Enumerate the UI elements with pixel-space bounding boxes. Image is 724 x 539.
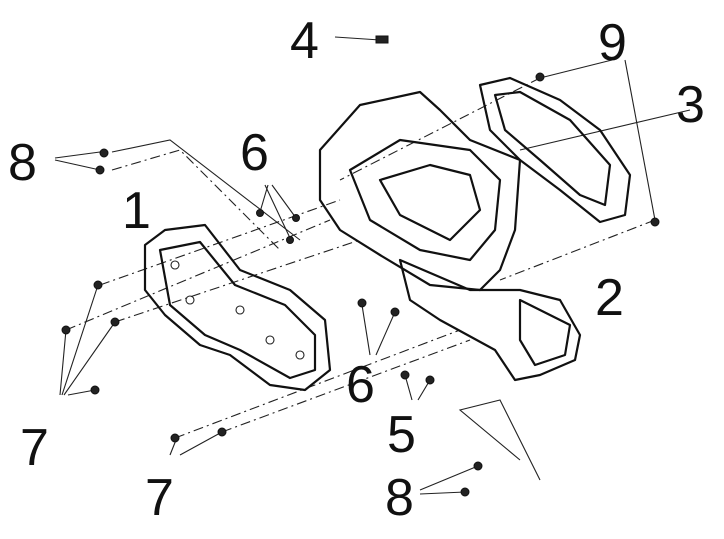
callout-7: 7	[145, 469, 174, 527]
callout-9: 9	[598, 14, 627, 72]
part-4-clip	[375, 35, 389, 44]
part-3-front-cowl	[318, 90, 522, 292]
callout-8: 8	[8, 134, 37, 192]
part-1-instrument-cluster	[143, 223, 332, 392]
callout-6: 6	[240, 124, 269, 182]
callout-7: 7	[20, 419, 49, 477]
callout-1: 1	[122, 182, 151, 240]
part-9-windscreen-frame	[478, 76, 632, 224]
callout-8: 8	[385, 469, 414, 527]
callout-5: 5	[387, 406, 416, 464]
leader-lines	[54, 36, 691, 495]
callout-6: 6	[346, 356, 375, 414]
callout-4: 4	[290, 12, 319, 70]
callout-2: 2	[595, 269, 624, 327]
screws	[61, 72, 660, 497]
callout-3: 3	[676, 76, 705, 134]
part-2-lower-cover	[398, 258, 582, 382]
